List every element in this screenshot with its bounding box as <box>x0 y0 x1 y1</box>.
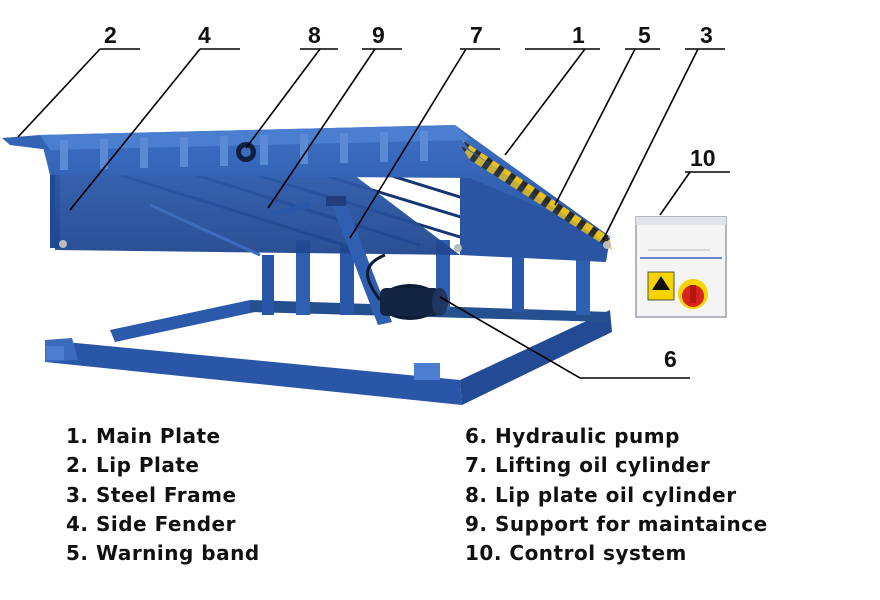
legend-item-9: 9. Support for maintaince <box>465 512 768 536</box>
legend-item-4: 4. Side Fender <box>66 512 236 536</box>
callout-2: 2 <box>104 22 117 48</box>
dock-leveler-illustration: 1 2 3 4 5 6 7 8 9 10 <box>2 22 730 405</box>
plate-notches <box>60 131 428 170</box>
callout-5: 5 <box>638 22 651 48</box>
leader-lines <box>17 48 730 379</box>
front-panel <box>55 170 460 255</box>
legend-item-8: 8. Lip plate oil cylinder <box>465 483 737 507</box>
warning-band-outer <box>460 145 612 250</box>
legend-item-7: 7. Lifting oil cylinder <box>465 453 711 477</box>
base-frame <box>45 300 612 405</box>
legend-right: 6. Hydraulic pump 7. Lifting oil cylinde… <box>465 424 865 574</box>
callout-10: 10 <box>690 145 716 171</box>
callout-6: 6 <box>664 346 677 372</box>
legend-item-2: 2. Lip Plate <box>66 453 200 477</box>
maintenance-support <box>269 202 311 218</box>
control-box <box>635 216 727 318</box>
legend-item-6: 6. Hydraulic pump <box>465 424 680 448</box>
lip-plate <box>2 135 50 150</box>
legend-item-5: 5. Warning band <box>66 541 260 565</box>
support-legs <box>262 240 590 315</box>
legend-left: 1. Main Plate 2. Lip Plate 3. Steel Fram… <box>66 424 406 574</box>
callout-4: 4 <box>198 22 211 48</box>
callout-3: 3 <box>700 22 713 48</box>
callout-9: 9 <box>372 22 385 48</box>
legend-item-10: 10. Control system <box>465 541 687 565</box>
callout-7: 7 <box>470 22 483 48</box>
legend-item-3: 3. Steel Frame <box>66 483 237 507</box>
callout-8: 8 <box>308 22 321 48</box>
legend-item-1: 1. Main Plate <box>66 424 221 448</box>
hydraulic-pump <box>366 253 448 320</box>
callout-1: 1 <box>572 22 585 48</box>
